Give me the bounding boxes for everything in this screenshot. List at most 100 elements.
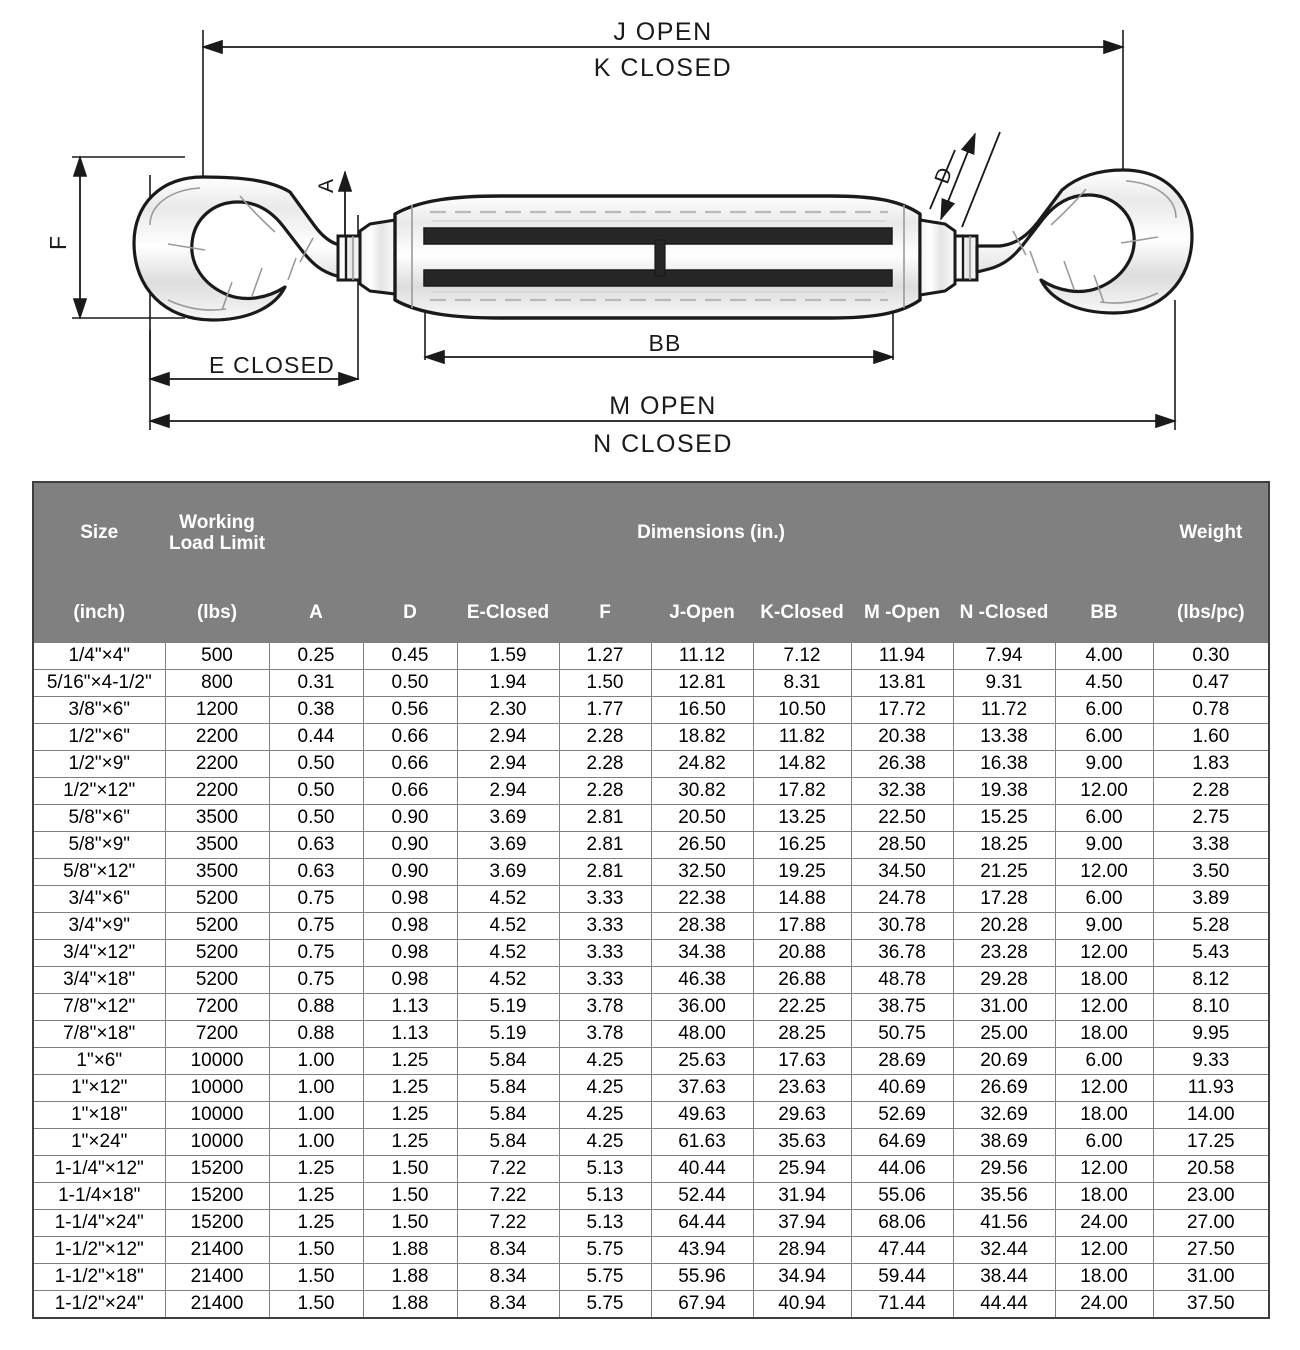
table-cell: 3500: [164, 804, 270, 832]
table-cell: 2200: [164, 777, 270, 805]
table-cell: 36.00: [650, 993, 754, 1021]
table-cell: 8.10: [1152, 993, 1270, 1021]
table-cell: 34.50: [850, 858, 954, 886]
table-cell: 35.56: [952, 1182, 1056, 1210]
table-cell: 29.63: [752, 1101, 852, 1129]
table-cell: 4.52: [456, 912, 560, 940]
table-cell: 25.63: [650, 1047, 754, 1075]
table-cell: 22.38: [650, 885, 754, 913]
table-cell: 8.34: [456, 1290, 560, 1319]
table-cell: 17.88: [752, 912, 852, 940]
table-cell: 2.81: [558, 831, 652, 859]
table-cell: 16.50: [650, 696, 754, 724]
table-cell: 38.69: [952, 1128, 1056, 1156]
table-cell: 1.50: [362, 1155, 458, 1183]
table-cell: 0.90: [362, 858, 458, 886]
table-cell: 3.69: [456, 804, 560, 832]
table-cell: 28.38: [650, 912, 754, 940]
cell-size: 1/2"×12": [32, 777, 166, 805]
table-cell: 6.00: [1054, 696, 1154, 724]
table-cell: 0.78: [1152, 696, 1270, 724]
table-cell: 0.47: [1152, 669, 1270, 697]
table-cell: 7.94: [952, 642, 1056, 670]
table-cell: 47.44: [850, 1236, 954, 1264]
table-cell: 1.50: [362, 1209, 458, 1237]
table-cell: 2.28: [558, 777, 652, 805]
cell-size: 3/4"×6": [32, 885, 166, 913]
table-cell: 3.69: [456, 858, 560, 886]
cell-size: 5/16"×4-1/2": [32, 669, 166, 697]
table-cell: 20.88: [752, 939, 852, 967]
table-cell: 0.56: [362, 696, 458, 724]
table-cell: 4.52: [456, 939, 560, 967]
table-cell: 49.63: [650, 1101, 754, 1129]
table-cell: 0.63: [268, 831, 364, 859]
table-cell: 1.00: [268, 1101, 364, 1129]
cell-size: 3/4"×18": [32, 966, 166, 994]
table-cell: 24.00: [1054, 1290, 1154, 1319]
table-cell: 10000: [164, 1128, 270, 1156]
table-cell: 0.75: [268, 939, 364, 967]
table-cell: 5.13: [558, 1209, 652, 1237]
table-cell: 6.00: [1054, 1128, 1154, 1156]
cell-size: 5/8"×6": [32, 804, 166, 832]
column-header-d: D: [362, 583, 458, 643]
specification-table: Size Working Load Limit Dimensions (in.)…: [32, 481, 1271, 1319]
table-cell: 40.94: [752, 1290, 852, 1319]
table-cell: 27.50: [1152, 1236, 1270, 1264]
table-cell: 5.13: [558, 1155, 652, 1183]
table-cell: 12.00: [1054, 777, 1154, 805]
table-cell: 71.44: [850, 1290, 954, 1319]
table-cell: 3.33: [558, 966, 652, 994]
table-cell: 0.98: [362, 966, 458, 994]
table-cell: 1.25: [268, 1182, 364, 1210]
table-cell: 26.88: [752, 966, 852, 994]
table-cell: 55.06: [850, 1182, 954, 1210]
table-cell: 800: [164, 669, 270, 697]
table-cell: 34.38: [650, 939, 754, 967]
column-header-m-open: M -Open: [850, 583, 954, 643]
table-cell: 0.75: [268, 912, 364, 940]
table-cell: 17.28: [952, 885, 1056, 913]
table-cell: 17.72: [850, 696, 954, 724]
right-shank: [918, 218, 979, 297]
table-cell: 37.94: [752, 1209, 852, 1237]
table-cell: 12.81: [650, 669, 754, 697]
table-cell: 3.50: [1152, 858, 1270, 886]
column-header-e-closed: E-Closed: [456, 583, 560, 643]
table-cell: 19.25: [752, 858, 852, 886]
table-cell: 5.28: [1152, 912, 1270, 940]
table-cell: 14.00: [1152, 1101, 1270, 1129]
table-cell: 9.33: [1152, 1047, 1270, 1075]
header-working-load-limit: Working Load Limit: [164, 481, 270, 584]
table-cell: 34.94: [752, 1263, 852, 1291]
table-cell: 68.06: [850, 1209, 954, 1237]
table-cell: 6.00: [1054, 885, 1154, 913]
table-cell: 21400: [164, 1290, 270, 1319]
table-cell: 0.50: [268, 777, 364, 805]
table-cell: 46.38: [650, 966, 754, 994]
table-cell: 25.00: [952, 1020, 1056, 1048]
table-cell: 18.00: [1054, 1020, 1154, 1048]
table-cell: 3.69: [456, 831, 560, 859]
table-cell: 8.34: [456, 1263, 560, 1291]
table-cell: 18.00: [1054, 1182, 1154, 1210]
table-cell: 26.50: [650, 831, 754, 859]
table-cell: 9.00: [1054, 912, 1154, 940]
table-cell: 61.63: [650, 1128, 754, 1156]
cell-size: 1-1/2"×12": [32, 1236, 166, 1264]
table-cell: 9.00: [1054, 831, 1154, 859]
table-cell: 8.12: [1152, 966, 1270, 994]
